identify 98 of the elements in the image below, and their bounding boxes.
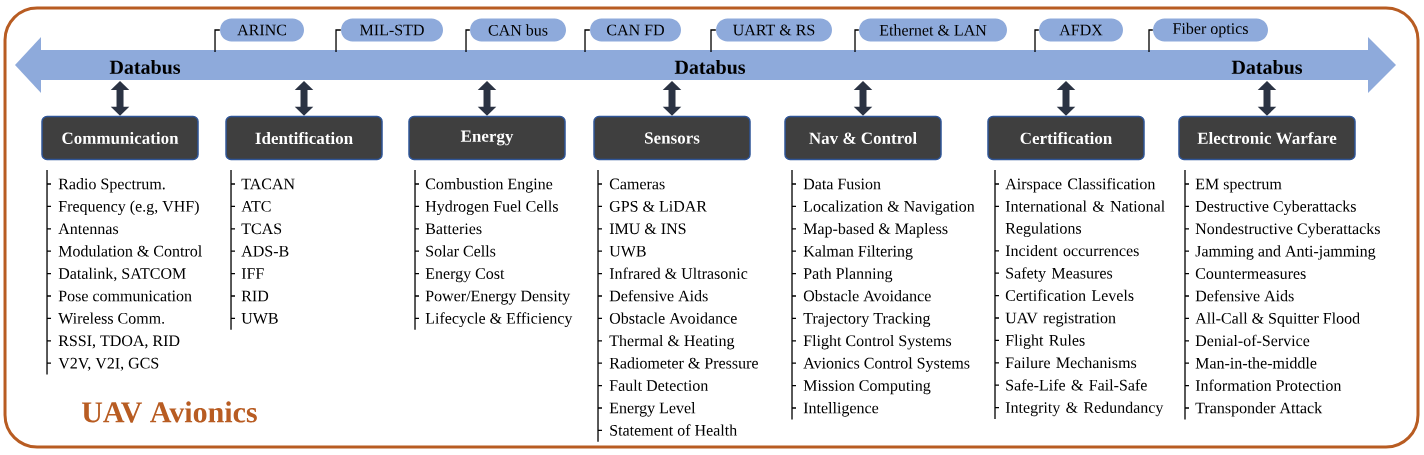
list-item: Trajectory Tracking [803,312,931,328]
bus-tag-pill: MIL-STD [341,18,443,42]
bus-tag-pill: ARINC [220,18,304,42]
category-box: Electronic Warfare [1178,115,1356,161]
list-item: Avionics Control Systems [803,357,970,372]
list-item: Fault Detection [609,379,709,391]
list-item: IFF [241,268,264,279]
list-item: Obstacle Avoidance [803,290,931,302]
list-item: Radio Spectrum. [58,178,165,193]
list-item: Infrared & Ultrasonic [609,267,748,279]
list-item: Flight Control Systems [803,334,952,350]
list-item: Integrity & Redundancy [1005,401,1164,417]
list-item: Solar Cells [426,245,496,257]
category-box: Sensors [593,115,751,161]
bus-connector-line [1034,29,1040,53]
list-item: Countermeasures [1195,268,1306,279]
list-item: ADS-B [241,245,289,257]
double-arrow [110,81,130,116]
list-item: Energy Level [609,402,696,417]
list-item: GPS & LiDAR [609,200,707,212]
list-item: Statement of Health [610,424,737,436]
bus-connector-line [584,29,591,53]
bus-tag-pill: AFDX [1039,18,1123,42]
list-item: Failure Mechanisms [1005,356,1137,369]
double-arrow [1257,81,1277,116]
list-item: UAV registration [1005,312,1116,327]
list-item: Flight Rules [1005,334,1085,350]
list-item: EM spectrum [1195,178,1282,193]
category-box: Nav & Control [784,115,942,161]
bus-connector-line [335,29,342,53]
list-item: Power/Energy Density [425,290,571,305]
list-item: Radiometer & Pressure [609,357,758,369]
bus-tag-pill: UART & RS [716,18,832,42]
list-item: Localization & Navigation [803,200,975,216]
bus-tag-pill: Fiber optics [1153,18,1268,42]
list-item: Safety Measures [1006,267,1113,282]
list-item: Map-based & Mapless [803,222,948,238]
list-item: Batteries [425,223,482,235]
list-item: Energy Cost [425,268,505,283]
list-item: Man-in-the-middle [1195,357,1317,369]
list-item: Datalink, SATCOM [58,267,186,282]
category-box: Certification [987,115,1145,161]
bus-connector-line [710,29,717,53]
bus-tag-pill: CAN bus [470,18,566,42]
list-item: Defensive Aids [1195,289,1294,302]
list-item: RSSI, TDOA, RID [58,335,180,349]
list-item: Antennas [58,223,119,235]
list-item: Incident occurrences [1005,244,1139,257]
list-item: Jamming and Anti-jamming [1195,245,1376,260]
category-box: Energy [408,115,566,161]
double-arrow [662,81,682,116]
list-item: Wireless Comm. [58,312,165,324]
list-item: Thermal & Heating [609,334,735,350]
bus-connector-line [214,29,221,53]
bus-connector-line [854,29,860,53]
list-item: Nondestructive Cyberattacks [1195,222,1380,238]
list-item: Transponder Attack [1195,402,1323,417]
list-item: Lifecycle & Efficiency [425,312,573,328]
list-item: Pose communication [58,290,192,302]
bus-tag-pill: Ethernet & LAN [859,18,1007,42]
list-item: Data Fusion [803,178,881,190]
diagram-title: UAV Avionics [82,401,257,423]
list-item: Combustion Engine [425,178,553,193]
list-item: IMU & INS [609,223,686,235]
double-arrow [1056,81,1076,116]
list-item: RID [241,290,269,302]
list-item: Destructive Cyberattacks [1195,200,1356,216]
list-item: TACAN [241,178,295,190]
list-item: All-Call & Squitter Flood [1195,312,1360,327]
bus-tag-pill: CAN FD [590,18,681,42]
list-item: TCAS [241,223,282,235]
list-item: V2V, V2I, GCS [58,357,159,371]
bus-connector-line [1148,29,1154,53]
list-item: Information Protection [1195,379,1342,391]
list-item: Mission Computing [803,380,931,395]
list-item: Cameras [609,178,665,190]
double-arrow [853,81,873,116]
list-item: UWB [241,313,278,324]
list-item: Kalman Filtering [803,245,913,260]
list-item: UWB [609,245,646,257]
list-item: International & National Regulations [1005,200,1165,238]
list-item: Certification Levels [1005,289,1134,301]
list-item: Airspace Classification [1005,177,1156,193]
list-item: Path Planning [803,267,893,283]
list-item: ATC [241,201,271,212]
list-item: Denial-of-Service [1195,334,1310,347]
list-item: Intelligence [803,402,879,417]
list-item: Frequency (e.g, VHF) [58,200,199,216]
list-item: Obstacle Avoidance [609,312,737,324]
list-item: Modulation & Control [58,245,202,257]
double-arrow [477,81,497,116]
list-item: Safe-Life & Fail-Safe [1006,379,1147,391]
category-box: Identification [225,115,383,161]
list-item: Hydrogen Fuel Cells [425,200,558,216]
double-arrow [294,81,314,116]
bus-connector-line [465,29,471,53]
category-box: Communication [41,115,199,161]
list-item: Defensive Aids [609,289,708,302]
